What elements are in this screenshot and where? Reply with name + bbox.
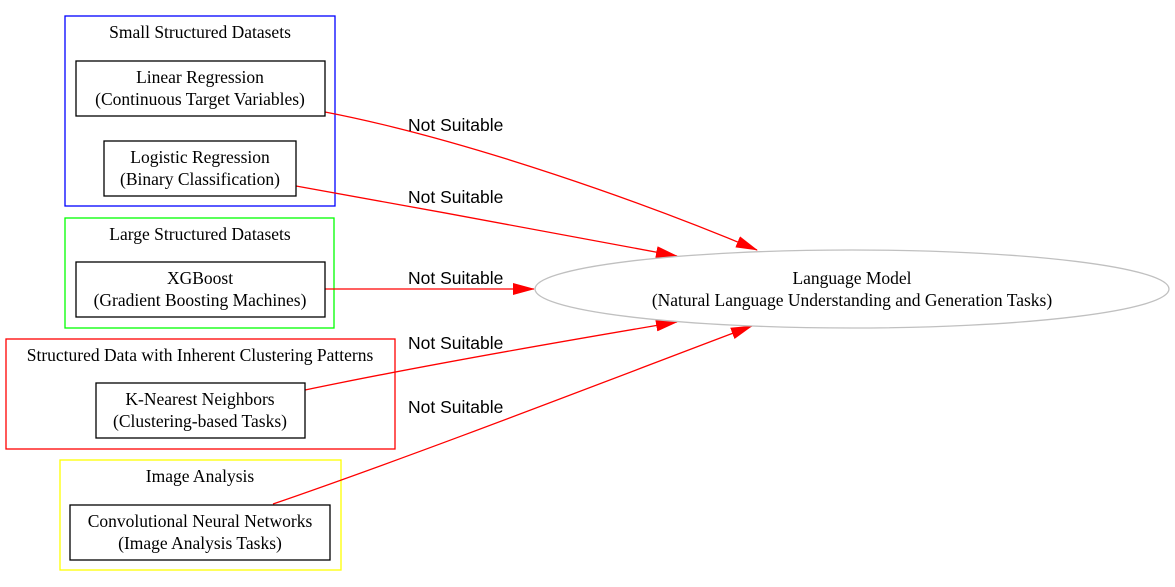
edge-label: Not Suitable <box>408 397 503 417</box>
cluster-small-structured-datasets: Small Structured Datasets <box>64 15 336 207</box>
node-linear-regression: Linear Regression (Continuous Target Var… <box>75 60 326 117</box>
node-title: K-Nearest Neighbors <box>125 389 274 409</box>
node-subtitle: (Natural Language Understanding and Gene… <box>652 290 1053 310</box>
cluster-image-analysis: Image Analysis <box>59 459 342 571</box>
node-xgboost: XGBoost (Gradient Boosting Machines) <box>75 261 326 318</box>
edge-linear-regression-to-language-model <box>324 111 758 251</box>
edge-label: Not Suitable <box>408 115 503 135</box>
node-box <box>103 140 297 197</box>
cluster-border <box>64 217 335 329</box>
node-title: Language Model <box>792 268 911 288</box>
node-language-model: Language Model (Natural Language Underst… <box>534 249 1170 329</box>
node-title: XGBoost <box>167 268 233 288</box>
node-ellipse <box>534 249 1170 329</box>
node-subtitle: (Binary Classification) <box>120 169 280 189</box>
node-k-nearest-neighbors: K-Nearest Neighbors (Clustering-based Ta… <box>95 382 306 439</box>
cluster-border <box>5 338 396 450</box>
edge-logistic-regression-to-language-model <box>295 185 678 259</box>
edge-cnn-to-language-model <box>272 325 753 505</box>
cluster-title: Structured Data with Inherent Clustering… <box>27 345 374 365</box>
cluster-clustering-patterns: Structured Data with Inherent Clustering… <box>5 338 396 450</box>
node-box <box>75 60 326 117</box>
edge-knn-to-language-model <box>304 319 678 391</box>
node-logistic-regression: Logistic Regression (Binary Classificati… <box>103 140 297 197</box>
cluster-large-structured-datasets: Large Structured Datasets <box>64 217 335 329</box>
cluster-title: Image Analysis <box>146 466 255 486</box>
edge-label: Not Suitable <box>408 333 503 353</box>
edge-label: Not Suitable <box>408 268 503 288</box>
cluster-title: Small Structured Datasets <box>109 22 291 42</box>
node-subtitle: (Continuous Target Variables) <box>95 89 305 109</box>
node-title: Logistic Regression <box>130 147 270 167</box>
node-box <box>95 382 306 439</box>
node-convolutional-neural-networks: Convolutional Neural Networks (Image Ana… <box>69 504 331 561</box>
edge-label: Not Suitable <box>408 187 503 207</box>
node-box <box>75 261 326 318</box>
edge-labels: Not Suitable Not Suitable Not Suitable N… <box>408 115 503 417</box>
node-subtitle: (Gradient Boosting Machines) <box>94 290 307 310</box>
node-subtitle: (Clustering-based Tasks) <box>113 411 287 431</box>
cluster-border <box>64 15 336 207</box>
node-subtitle: (Image Analysis Tasks) <box>118 533 282 553</box>
node-box <box>69 504 331 561</box>
edges <box>272 111 758 505</box>
cluster-border <box>59 459 342 571</box>
node-title: Linear Regression <box>136 67 264 87</box>
node-title: Convolutional Neural Networks <box>88 511 313 531</box>
cluster-title: Large Structured Datasets <box>109 224 291 244</box>
